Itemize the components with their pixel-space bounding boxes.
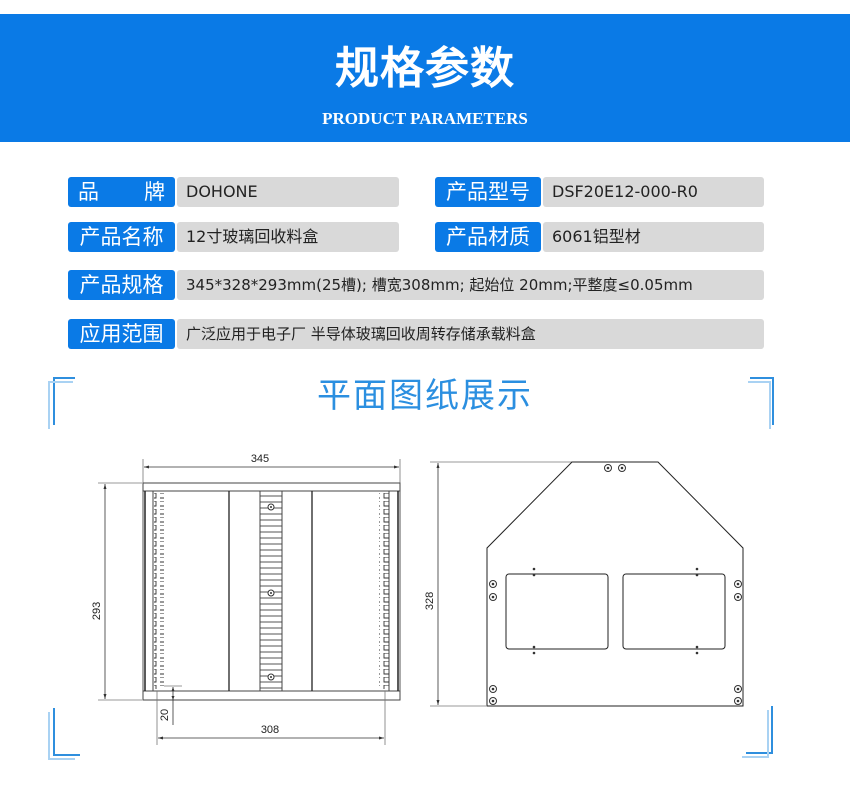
dimension-height-328: 328 [424,592,436,610]
spec-value-model: DSF20E12-000-R0 [543,177,764,207]
dimension-slot-width-308: 308 [261,724,279,736]
side-view-drawing: 328 [420,450,760,720]
spec-label-model: 产品型号 [435,177,541,207]
dimension-width-345: 345 [251,453,269,465]
header-banner: 规格参数 PRODUCT PARAMETERS [0,14,850,142]
corner-bracket-bottom-left [48,708,80,760]
dimension-height-293: 293 [91,602,103,620]
page-subtitle: PRODUCT PARAMETERS [322,109,528,128]
spec-label-specification: 产品规格 [68,270,175,300]
spec-label-material: 产品材质 [435,222,541,252]
corner-bracket-top-left [48,377,78,429]
page-title: 规格参数 [335,43,515,94]
spec-value-application: 广泛应用于电子厂 半导体玻璃回收周转存储承载料盒 [177,319,764,349]
front-view-drawing: 345 293 20 308 [90,445,410,755]
spec-label-name: 产品名称 [68,222,175,252]
spec-value-name: 12寸玻璃回收料盒 [177,222,399,252]
spec-label-brand: 品 牌 [68,177,175,207]
spec-value-material: 6061铝型材 [543,222,764,252]
spec-label-application: 应用范围 [68,319,175,349]
dimension-start-20: 20 [159,709,171,721]
corner-bracket-top-right [748,377,778,429]
spec-value-specification: 345*328*293mm(25槽); 槽宽308mm; 起始位 20mm;平整… [177,270,764,300]
spec-value-brand: DOHONE [177,177,399,207]
drawings-section-title: 平面图纸展示 [317,376,533,416]
corner-bracket-bottom-right [742,706,773,760]
